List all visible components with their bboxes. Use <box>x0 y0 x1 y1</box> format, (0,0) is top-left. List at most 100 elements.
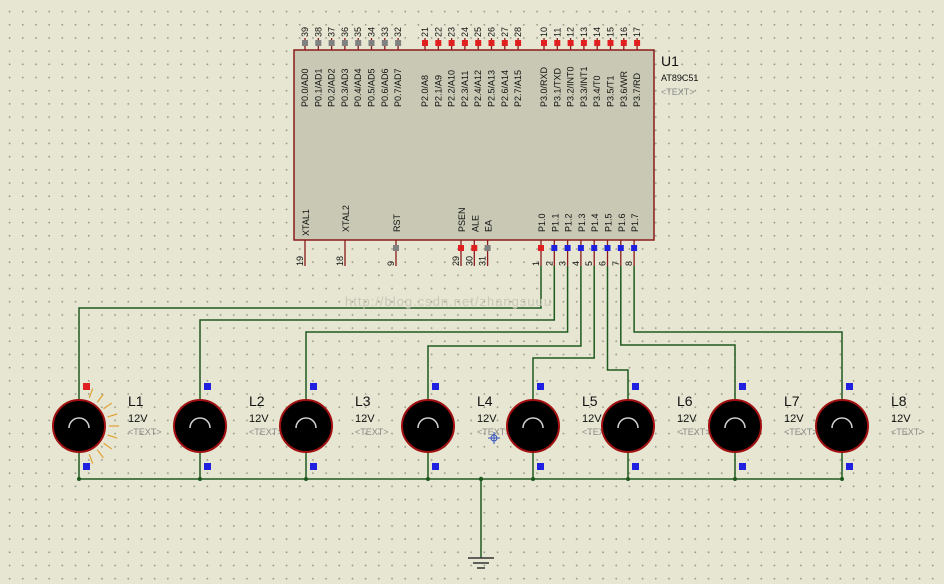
p0-pin-38-state <box>315 40 322 46</box>
p2-pin-26-state <box>488 40 495 46</box>
lamp-bulb-icon <box>173 399 227 453</box>
p0-pin-33-name: P0.6/AD6 <box>380 68 390 107</box>
p2-pin-27-name: P2.6/A14 <box>500 70 510 107</box>
lamp-top-pin-state <box>739 383 746 390</box>
lamp-value-label: 12V <box>128 413 148 425</box>
lamp-ref-label: L4 <box>477 393 493 409</box>
p1-pin-3-name: P1.2 <box>564 213 574 232</box>
p1-pin-1-state <box>538 245 544 251</box>
p1-pin-5-state <box>591 245 598 251</box>
lamp-value-label: 12V <box>355 413 375 425</box>
cursor-ring <box>490 434 498 442</box>
p2-pin-21-number: 21 <box>420 27 430 37</box>
p3-pin-17-name: P3.7/RD <box>632 72 642 107</box>
wire-p1-6-to-l7 <box>620 266 736 400</box>
lamp-bottom-pin-state <box>537 463 544 470</box>
lamp-filament-icon <box>617 417 639 429</box>
lamp-top-pin-state <box>846 383 853 390</box>
p1-pin-7-state <box>617 245 624 251</box>
p3-pin-16-name: P3.6/WR <box>619 70 629 107</box>
lamp-glow-ray <box>96 393 104 403</box>
chip-body <box>293 49 655 241</box>
p2-pin-22-number: 22 <box>433 27 443 37</box>
lamp-text-placeholder: <TEXT> <box>582 427 616 437</box>
p3-pin-16-number: 16 <box>619 27 629 37</box>
ctl-pin-30-number: 30 <box>464 256 474 266</box>
p3-pin-12-name: P3.2/INT0 <box>566 66 576 107</box>
junction-dot <box>478 476 484 482</box>
p3-pin-12-state <box>567 40 574 46</box>
p2-pin-23-state <box>448 40 455 46</box>
p0-pin-32-name: P0.7/AD7 <box>393 68 403 107</box>
lamp-bottom-pin-state <box>204 463 211 470</box>
lamp-value-label: 12V <box>891 413 911 425</box>
p3-pin-14-number: 14 <box>592 27 602 37</box>
crosshair-cursor-icon <box>488 432 500 444</box>
p2-pin-23-number: 23 <box>447 27 457 37</box>
p0-pin-34-number: 34 <box>367 27 377 37</box>
lamps-layer: L112V<TEXT>L212V<TEXT>L312V<TEXT>L412V<T… <box>52 383 925 470</box>
lamp-ref-label: L7 <box>784 393 800 409</box>
wires-layer <box>77 266 844 558</box>
p3-pin-16-state <box>620 40 627 46</box>
p0-pin-36-number: 36 <box>340 27 350 37</box>
lamp-filament-icon <box>189 417 211 429</box>
lamp-filament-icon <box>831 417 853 429</box>
p1-pin-3-number: 3 <box>558 261 568 266</box>
chip-u1[interactable]: U1AT89C51<TEXT>39P0.0/AD038P0.1/AD137P0.… <box>293 27 698 266</box>
lamp-bulb-icon <box>52 399 106 453</box>
p2-pin-25-name: P2.4/A12 <box>473 70 483 107</box>
wire-p1-2-to-l3 <box>305 266 569 400</box>
chip-text-placeholder: <TEXT> <box>661 87 695 97</box>
lamp-value-label: 12V <box>784 413 804 425</box>
lamp-bulb-icon <box>506 399 560 453</box>
lamp-text-placeholder: <TEXT> <box>677 427 711 437</box>
p2-pin-27-number: 27 <box>500 27 510 37</box>
p0-pin-32-number: 32 <box>393 27 403 37</box>
lamp-filament-icon <box>522 417 544 429</box>
lamp-ref-label: L1 <box>128 393 144 409</box>
p3-pin-14-state <box>594 40 601 46</box>
p1-pin-4-state <box>577 245 584 251</box>
lamp-bottom-pin-state <box>310 463 317 470</box>
p2-pin-26-name: P2.5/A13 <box>487 70 497 107</box>
lamp-ref-label: L5 <box>582 393 598 409</box>
p3-pin-10-name: P3.0/RXD <box>539 66 549 107</box>
p2-pin-22-state <box>435 40 442 46</box>
lamp-top-pin-state <box>432 383 439 390</box>
p0-pin-33-number: 33 <box>380 27 390 37</box>
lamp-top-pin-state <box>204 383 211 390</box>
lamp-glow-ray <box>107 434 118 439</box>
p3-pin-11-state <box>554 40 561 46</box>
p0-pin-36-name: P0.3/AD3 <box>340 68 350 107</box>
p0-pin-32-state <box>395 40 402 46</box>
p3-pin-15-name: P3.5/T1 <box>606 75 616 107</box>
p2-pin-27-state <box>501 40 508 46</box>
lamp-ref-label: L8 <box>891 393 907 409</box>
lamp-glow-ray <box>103 442 113 450</box>
p1-pin-7-number: 7 <box>611 261 621 266</box>
wire-p1-3-to-l4 <box>427 266 582 400</box>
lamp-text-placeholder: <TEXT> <box>355 427 389 437</box>
p2-pin-24-state <box>461 40 468 46</box>
p2-pin-28-number: 28 <box>513 27 523 37</box>
ctl-pin-31-number: 31 <box>478 256 488 266</box>
lamp-glow-ray <box>88 453 94 464</box>
lamp-top-pin-state <box>632 383 639 390</box>
lamp-bulb-icon <box>601 399 655 453</box>
p2-pin-25-number: 25 <box>473 27 483 37</box>
ctl-pin-30-state <box>471 245 478 251</box>
p3-pin-11-name: P3.1/TXD <box>552 67 562 107</box>
p3-pin-15-state <box>607 40 614 46</box>
ctl-pin-19-name: XTAL1 <box>301 209 311 236</box>
